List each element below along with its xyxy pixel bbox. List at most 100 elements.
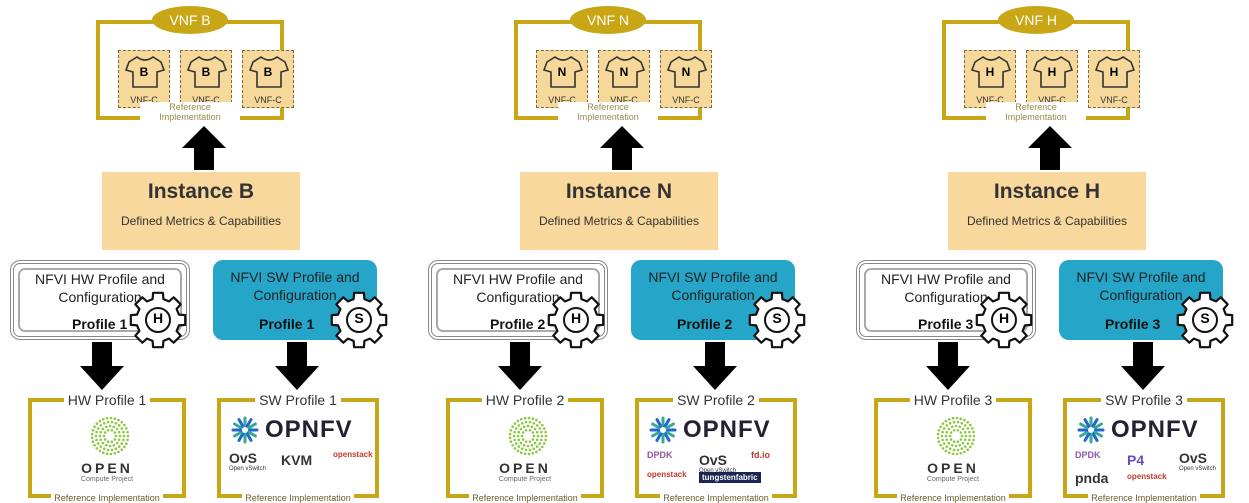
opnfv-logo-icon bbox=[1077, 416, 1105, 449]
vnfc-letter: N bbox=[619, 65, 629, 79]
ocp-logo-subtext: Compute Project bbox=[498, 476, 552, 483]
sw-logo-kvm: KVM bbox=[281, 452, 313, 468]
sw-logo-ovs: OvS bbox=[699, 452, 728, 468]
instance-title: Instance B bbox=[147, 180, 255, 203]
arrow-down-icon bbox=[498, 342, 542, 395]
vnfc-label: VNF-C bbox=[192, 95, 220, 105]
sw-profile-box-title: SW Profile 1 bbox=[255, 392, 341, 408]
vnfc-letter: B bbox=[139, 65, 149, 79]
hw-profile-box: HW Profile 1 OPEN Compute Project Refere… bbox=[28, 392, 186, 503]
ocp-logo-text: OPEN bbox=[499, 460, 551, 476]
ocp-logo-subtext: Compute Project bbox=[80, 476, 134, 483]
sw-logo-ovs: OvS bbox=[1179, 450, 1208, 466]
hw-profile-caption: NFVI HW Profile and Configuration bbox=[453, 271, 583, 305]
hw-profile-box: HW Profile 2 OPEN Compute Project Refere… bbox=[446, 392, 604, 503]
vnfc-tile: H VNF-C bbox=[1026, 50, 1078, 108]
sw-profile-number: Profile 1 bbox=[259, 316, 315, 332]
instance-title: Instance N bbox=[565, 180, 673, 203]
reference-implementation-top: Reference Implementation bbox=[986, 102, 1086, 122]
software-gear-icon: S bbox=[329, 290, 389, 350]
arrow-down-icon bbox=[926, 342, 970, 395]
hardware-gear-icon: H bbox=[128, 290, 188, 350]
reference-implementation-top: Reference Implementation bbox=[140, 102, 240, 122]
reference-implementation-sw: Reference Implementation bbox=[1088, 493, 1200, 503]
instance-subtitle: Defined Metrics & Capabilities bbox=[966, 214, 1128, 228]
vnfc-letter: H bbox=[1047, 65, 1057, 79]
opnfv-logo: OPNFV bbox=[683, 416, 771, 443]
vnf-container: VNF H H VNF-C H VNF-C H VNF-C Reference bbox=[942, 6, 1140, 122]
vnfc-label: VNF-C bbox=[672, 95, 700, 105]
sw-logo-pnda: pnda bbox=[1075, 470, 1109, 486]
sw-profile-caption: NFVI SW Profile and Configuration bbox=[1076, 269, 1206, 303]
reference-implementation-top: Reference Implementation bbox=[558, 102, 658, 122]
sw-logo-dpdk: DPDK bbox=[647, 450, 673, 460]
ovs-subtext: Open vSwitch bbox=[1179, 466, 1217, 472]
vnfc-label: VNF-C bbox=[548, 95, 576, 105]
arrow-down-icon bbox=[80, 342, 124, 395]
ocp-logo-icon bbox=[508, 416, 548, 461]
opnfv-logo-icon bbox=[649, 416, 677, 449]
arrow-down-icon bbox=[693, 342, 737, 395]
software-gear-icon: S bbox=[1175, 290, 1235, 350]
hw-profile-box-title: HW Profile 1 bbox=[63, 392, 151, 408]
vnfc-label: VNF-C bbox=[976, 95, 1004, 105]
gear-letter: S bbox=[354, 310, 364, 326]
arrow-down-icon bbox=[275, 342, 319, 395]
ocp-logo-text: OPEN bbox=[927, 460, 979, 476]
software-gear-icon: S bbox=[747, 290, 807, 350]
vnfc-letter: B bbox=[201, 65, 211, 79]
ocp-logo-subtext: Compute Project bbox=[926, 476, 980, 483]
vnfc-letter: H bbox=[1109, 65, 1119, 79]
ocp-logo-icon bbox=[90, 416, 130, 461]
gear-letter: H bbox=[570, 310, 582, 326]
vnfc-tile: B VNF-C bbox=[118, 50, 170, 108]
opnfv-logo: OPNFV bbox=[265, 416, 353, 443]
hw-profile-box-title: HW Profile 2 bbox=[481, 392, 569, 408]
vnfc-label: VNF-C bbox=[1100, 95, 1128, 105]
vnfc-tile: N VNF-C bbox=[598, 50, 650, 108]
gear-letter: H bbox=[998, 310, 1010, 326]
vnfc-label: VNF-C bbox=[254, 95, 282, 105]
vnfc-letter: B bbox=[263, 65, 273, 79]
gear-letter: S bbox=[772, 310, 782, 326]
vnfc-letter: N bbox=[681, 65, 691, 79]
sw-logo-tungstenfabric: tungstenfabric bbox=[699, 472, 761, 483]
instance-box: Instance B Defined Metrics & Capabilitie… bbox=[102, 172, 300, 250]
opnfv-logo: OPNFV bbox=[1111, 416, 1199, 443]
arrow-up-icon bbox=[182, 126, 226, 175]
vnfc-tile: H VNF-C bbox=[964, 50, 1016, 108]
hw-profile-number: Profile 2 bbox=[490, 316, 546, 332]
vnf-container: VNF B B VNF-C B VNF-C B VNF-C Reference bbox=[96, 6, 294, 122]
sw-logo-fdio: fd.io bbox=[751, 450, 770, 460]
sw-logo-openstack: openstack bbox=[1127, 472, 1167, 481]
ocp-logo-text: OPEN bbox=[81, 460, 133, 476]
reference-implementation-hw: Reference Implementation bbox=[469, 493, 581, 503]
opnfv-logo-icon bbox=[231, 416, 259, 449]
reference-implementation-sw: Reference Implementation bbox=[660, 493, 772, 503]
vnfc-letter: N bbox=[557, 65, 567, 79]
hw-profile-number: Profile 3 bbox=[918, 316, 974, 332]
reference-implementation-hw: Reference Implementation bbox=[51, 493, 163, 503]
vnfc-tile: B VNF-C bbox=[242, 50, 294, 108]
sw-profile-box-title: SW Profile 3 bbox=[1101, 392, 1187, 408]
hardware-gear-icon: H bbox=[546, 290, 606, 350]
ocp-logo-icon bbox=[936, 416, 976, 461]
hw-profile-caption: NFVI HW Profile and Configuration bbox=[881, 271, 1011, 305]
column-b: VNF B B VNF-C B VNF-C B VNF-C Reference bbox=[0, 0, 416, 503]
instance-subtitle: Defined Metrics & Capabilities bbox=[538, 214, 700, 228]
vnf-container: VNF N N VNF-C N VNF-C N VNF-C Reference bbox=[514, 6, 712, 122]
sw-logo-openstack: openstack bbox=[333, 450, 373, 459]
sw-profile-box-title: SW Profile 2 bbox=[673, 392, 759, 408]
ovs-subtext: Open vSwitch bbox=[699, 468, 737, 474]
sw-profile-caption: NFVI SW Profile and Configuration bbox=[648, 269, 778, 303]
column-h: VNF H H VNF-C H VNF-C H VNF-C Reference bbox=[846, 0, 1249, 503]
hardware-gear-icon: H bbox=[974, 290, 1034, 350]
hw-profile-caption: NFVI HW Profile and Configuration bbox=[35, 271, 165, 305]
hw-profile-box: HW Profile 3 OPEN Compute Project Refere… bbox=[874, 392, 1032, 503]
column-n: VNF N N VNF-C N VNF-C N VNF-C Reference bbox=[418, 0, 834, 503]
vnfc-label: VNF-C bbox=[610, 95, 638, 105]
reference-implementation-sw: Reference Implementation bbox=[242, 493, 354, 503]
instance-box: Instance N Defined Metrics & Capabilitie… bbox=[520, 172, 718, 250]
